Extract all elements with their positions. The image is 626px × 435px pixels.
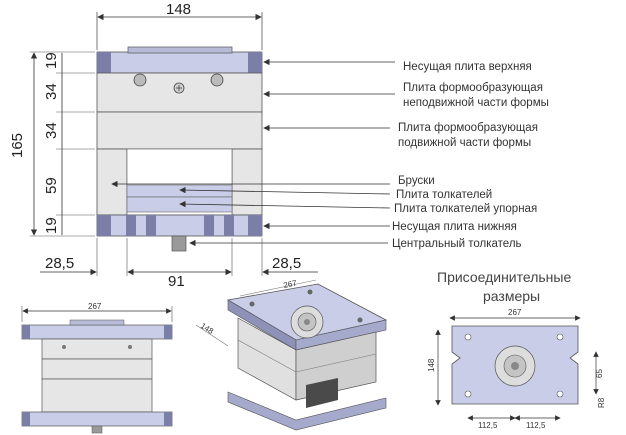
bar-left (96, 148, 128, 216)
width-dim-148: 148 (166, 1, 191, 18)
mount-height-dim: 148 (427, 358, 436, 372)
side-width-dim: 267 (88, 302, 102, 311)
iso-length-dim: 267 (283, 278, 298, 289)
bolt-hole-left (133, 73, 147, 87)
bolt-hole-right (210, 73, 224, 87)
upper-plate-clamp-left (97, 52, 111, 73)
side-view: 267 (21, 302, 173, 434)
mount-radius: R8 (597, 397, 606, 408)
label-bars: Бруски (398, 175, 435, 187)
upper-plate-clamp-right (248, 52, 262, 73)
label-lower-plate: Несущая плита нижняя (392, 221, 517, 233)
label-central-ejector: Центральный толкатель (392, 238, 522, 250)
mount-bottom-right-dim: 112,5 (526, 421, 546, 430)
dim-19-bottom: 19 (43, 217, 60, 234)
front-view: 148 165 (9, 1, 318, 290)
mount-right-dim: 65 (595, 369, 604, 378)
label-moving-plate-2: подвижной части формы (398, 137, 531, 149)
dim-34-b: 34 (43, 122, 60, 139)
label-fixed-plate-1: Плита формообразующая (403, 82, 543, 94)
upper-plate (96, 51, 263, 74)
central-ejector (171, 235, 187, 252)
locating-ring (127, 46, 233, 54)
iso-width-dim: 148 (199, 321, 216, 336)
iso-view: 267 148 (195, 278, 388, 431)
mount-bottom-left-dim: 112,5 (478, 421, 498, 430)
height-dim-165: 165 (9, 133, 26, 158)
lower-plate (96, 214, 263, 237)
label-ejector-stop-plate: Плита толкателей упорная (394, 203, 537, 215)
label-moving-plate-1: Плита формообразующая (398, 122, 538, 134)
label-upper-plate: Несущая плита верхняя (403, 61, 532, 73)
label-fixed-plate-2: неподвижной части формы (403, 97, 549, 109)
dim-left-28-5: 28,5 (45, 255, 74, 272)
dim-center-91: 91 (168, 273, 185, 290)
dim-59: 59 (43, 177, 60, 194)
moving-half-plate (96, 111, 263, 150)
dim-right-28-5: 28,5 (272, 255, 301, 272)
mount-width-dim: 267 (508, 308, 522, 317)
dim-34-a: 34 (43, 83, 60, 100)
mounting-title-1: Присоединительные (437, 269, 571, 285)
callout-labels: Несущая плита верхняя Плита формообразую… (111, 58, 549, 250)
mounting-title-2: размеры (483, 288, 540, 304)
label-ejector-plate: Плита толкателей (396, 189, 492, 201)
mounting-view: Присоединительные размеры 267 148 65 R8 … (427, 269, 606, 430)
dim-19-top: 19 (43, 52, 60, 69)
